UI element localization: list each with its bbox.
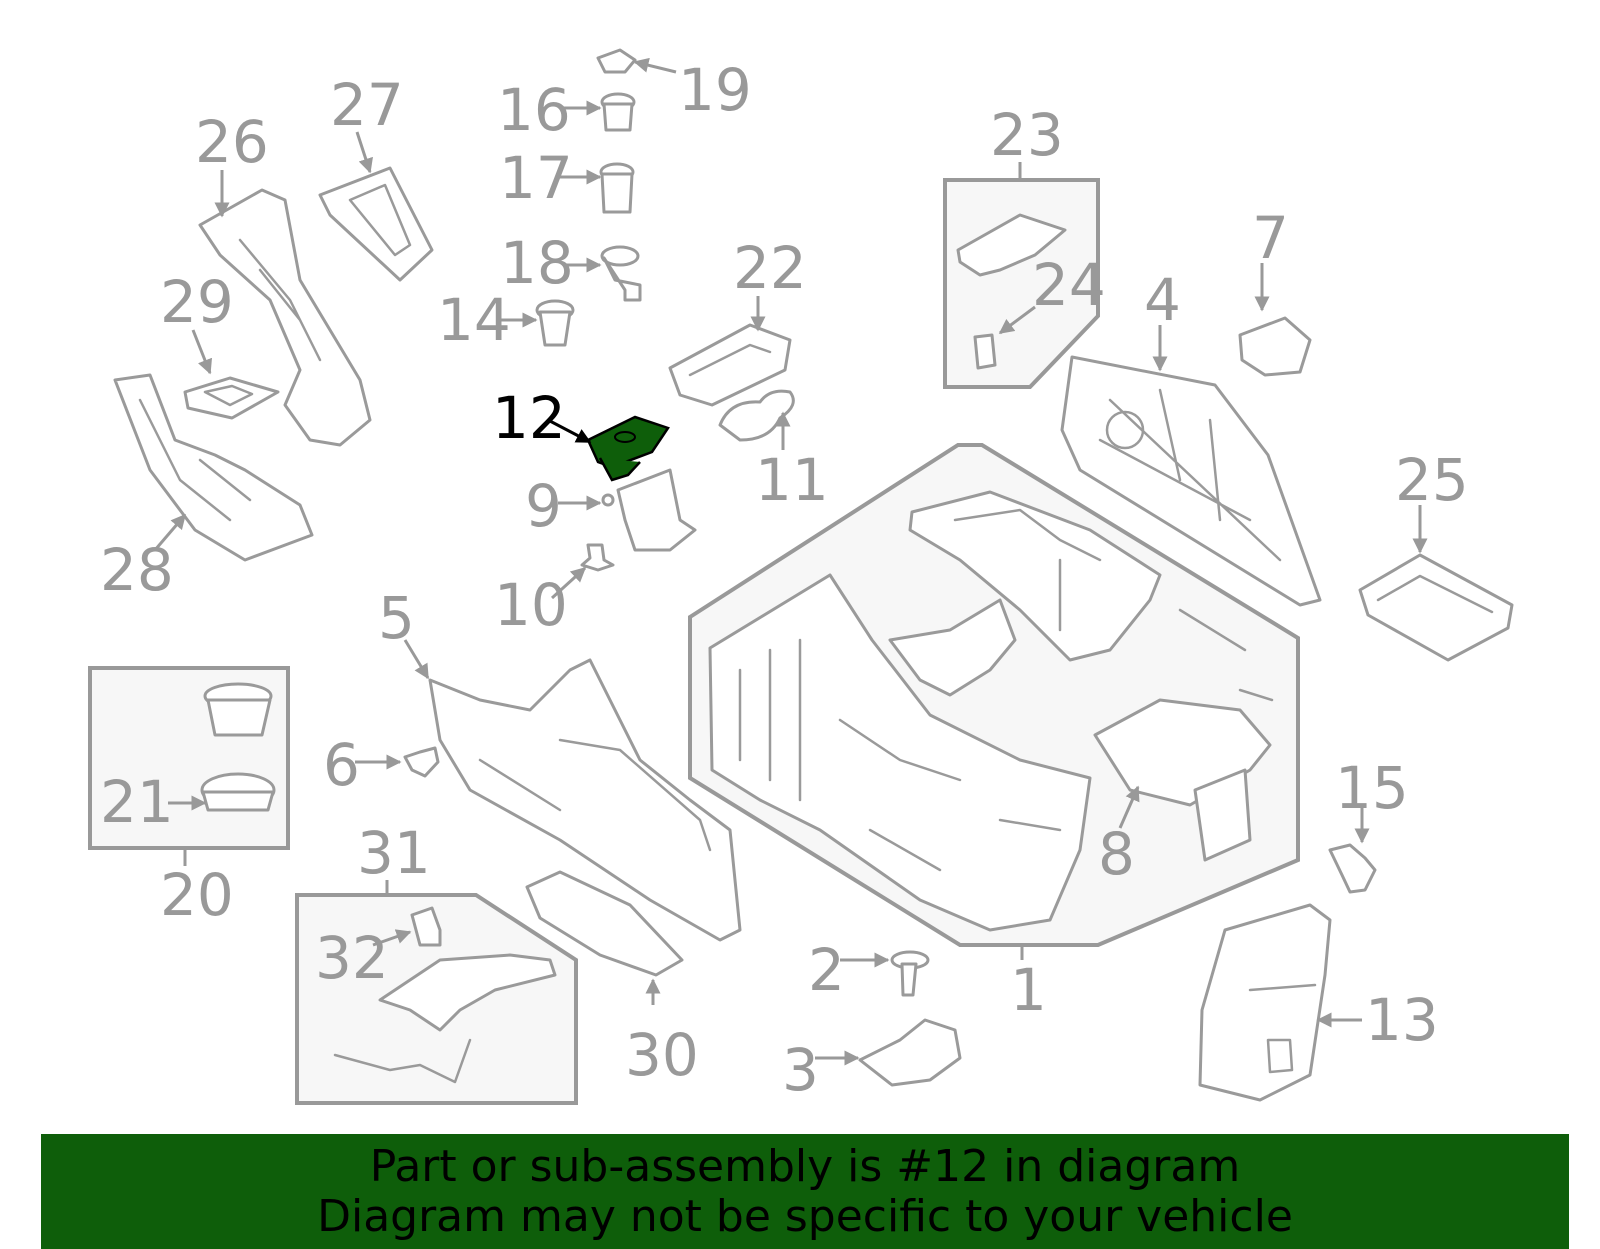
part-25-tray xyxy=(1358,553,1514,662)
leader-27 xyxy=(355,131,373,174)
part-5-lower-trim xyxy=(428,658,742,942)
callout-27: 27 xyxy=(330,71,404,139)
part-14-socket xyxy=(535,299,575,347)
callout-3: 3 xyxy=(782,1036,819,1104)
callout-9: 9 xyxy=(525,472,562,540)
callout-28: 28 xyxy=(100,536,174,604)
callout-5: 5 xyxy=(378,584,415,652)
callout-1: 1 xyxy=(1010,956,1047,1024)
part-6-clip xyxy=(403,746,440,778)
part-24-clip xyxy=(973,333,997,370)
part-11-mat xyxy=(718,389,795,442)
leader-10 xyxy=(550,566,587,600)
callout-13: 13 xyxy=(1365,986,1439,1054)
callout-31: 31 xyxy=(357,819,431,887)
part-9-bracket xyxy=(601,468,697,552)
leader-32 xyxy=(372,929,412,947)
callout-14: 14 xyxy=(437,286,511,354)
part-21-cupholder-ring xyxy=(200,772,276,812)
part-28-side-trim xyxy=(113,373,314,562)
callout-17: 17 xyxy=(499,144,573,212)
banner-line-part-number: Part or sub-assembly is #12 in diagram xyxy=(369,1141,1241,1192)
callout-32: 32 xyxy=(315,924,389,992)
callout-8: 8 xyxy=(1098,820,1135,888)
part-3-bracket xyxy=(858,1018,962,1087)
part-22-tray xyxy=(668,323,792,407)
part-18-socket xyxy=(600,245,642,302)
callout-23: 23 xyxy=(990,101,1064,169)
part-13-rear-panel xyxy=(1198,903,1332,1102)
leader-28 xyxy=(153,513,187,551)
part-32-clip xyxy=(410,906,442,947)
callout-16: 16 xyxy=(497,76,571,144)
callout-19: 19 xyxy=(678,56,752,124)
callout-2: 2 xyxy=(808,936,845,1004)
part-10-clip xyxy=(580,543,615,572)
leader-24 xyxy=(998,305,1036,335)
callout-30: 30 xyxy=(625,1021,699,1089)
leader-5 xyxy=(403,639,430,680)
part-2-bolt xyxy=(890,950,930,997)
part-23-bracket xyxy=(956,213,1067,277)
part-16-knob xyxy=(600,92,636,132)
leader-29 xyxy=(191,329,213,375)
callout-6: 6 xyxy=(323,731,360,799)
callout-11: 11 xyxy=(755,446,829,514)
callout-29: 29 xyxy=(160,268,234,336)
callout-22: 22 xyxy=(733,234,807,302)
part-29-bezel xyxy=(183,376,280,420)
leader-12 xyxy=(547,418,592,444)
part-26-upper-trim xyxy=(198,188,372,447)
part-27-shifter-plate xyxy=(318,166,434,282)
part-7-bracket xyxy=(1238,316,1312,377)
callout-26: 26 xyxy=(195,108,269,176)
part-19-cap xyxy=(596,48,637,74)
part-12-highlighted xyxy=(586,415,670,482)
callout-25: 25 xyxy=(1395,446,1469,514)
part-31-bracket-assembly xyxy=(333,953,557,1084)
part-20-cupholder xyxy=(203,682,273,737)
notice-banner: Part or sub-assembly is #12 in diagram D… xyxy=(41,1134,1569,1249)
callout-12: 12 xyxy=(492,384,566,452)
callout-10: 10 xyxy=(494,571,568,639)
callout-7: 7 xyxy=(1252,204,1289,272)
callout-24: 24 xyxy=(1032,251,1106,319)
callout-18: 18 xyxy=(500,229,574,297)
part-30-trim-strip xyxy=(525,870,684,977)
banner-line-disclaimer: Diagram may not be specific to your vehi… xyxy=(317,1191,1293,1242)
callout-4: 4 xyxy=(1144,266,1181,334)
callout-20: 20 xyxy=(160,861,234,929)
part-15-clip xyxy=(1328,843,1377,894)
callout-15: 15 xyxy=(1335,754,1409,822)
leader-8 xyxy=(1118,785,1140,829)
part-4-side-panel xyxy=(1060,355,1322,607)
part-17-socket xyxy=(599,162,635,214)
part-1-console-body xyxy=(708,490,1274,932)
callout-21: 21 xyxy=(100,768,174,836)
leader-19 xyxy=(633,57,677,74)
